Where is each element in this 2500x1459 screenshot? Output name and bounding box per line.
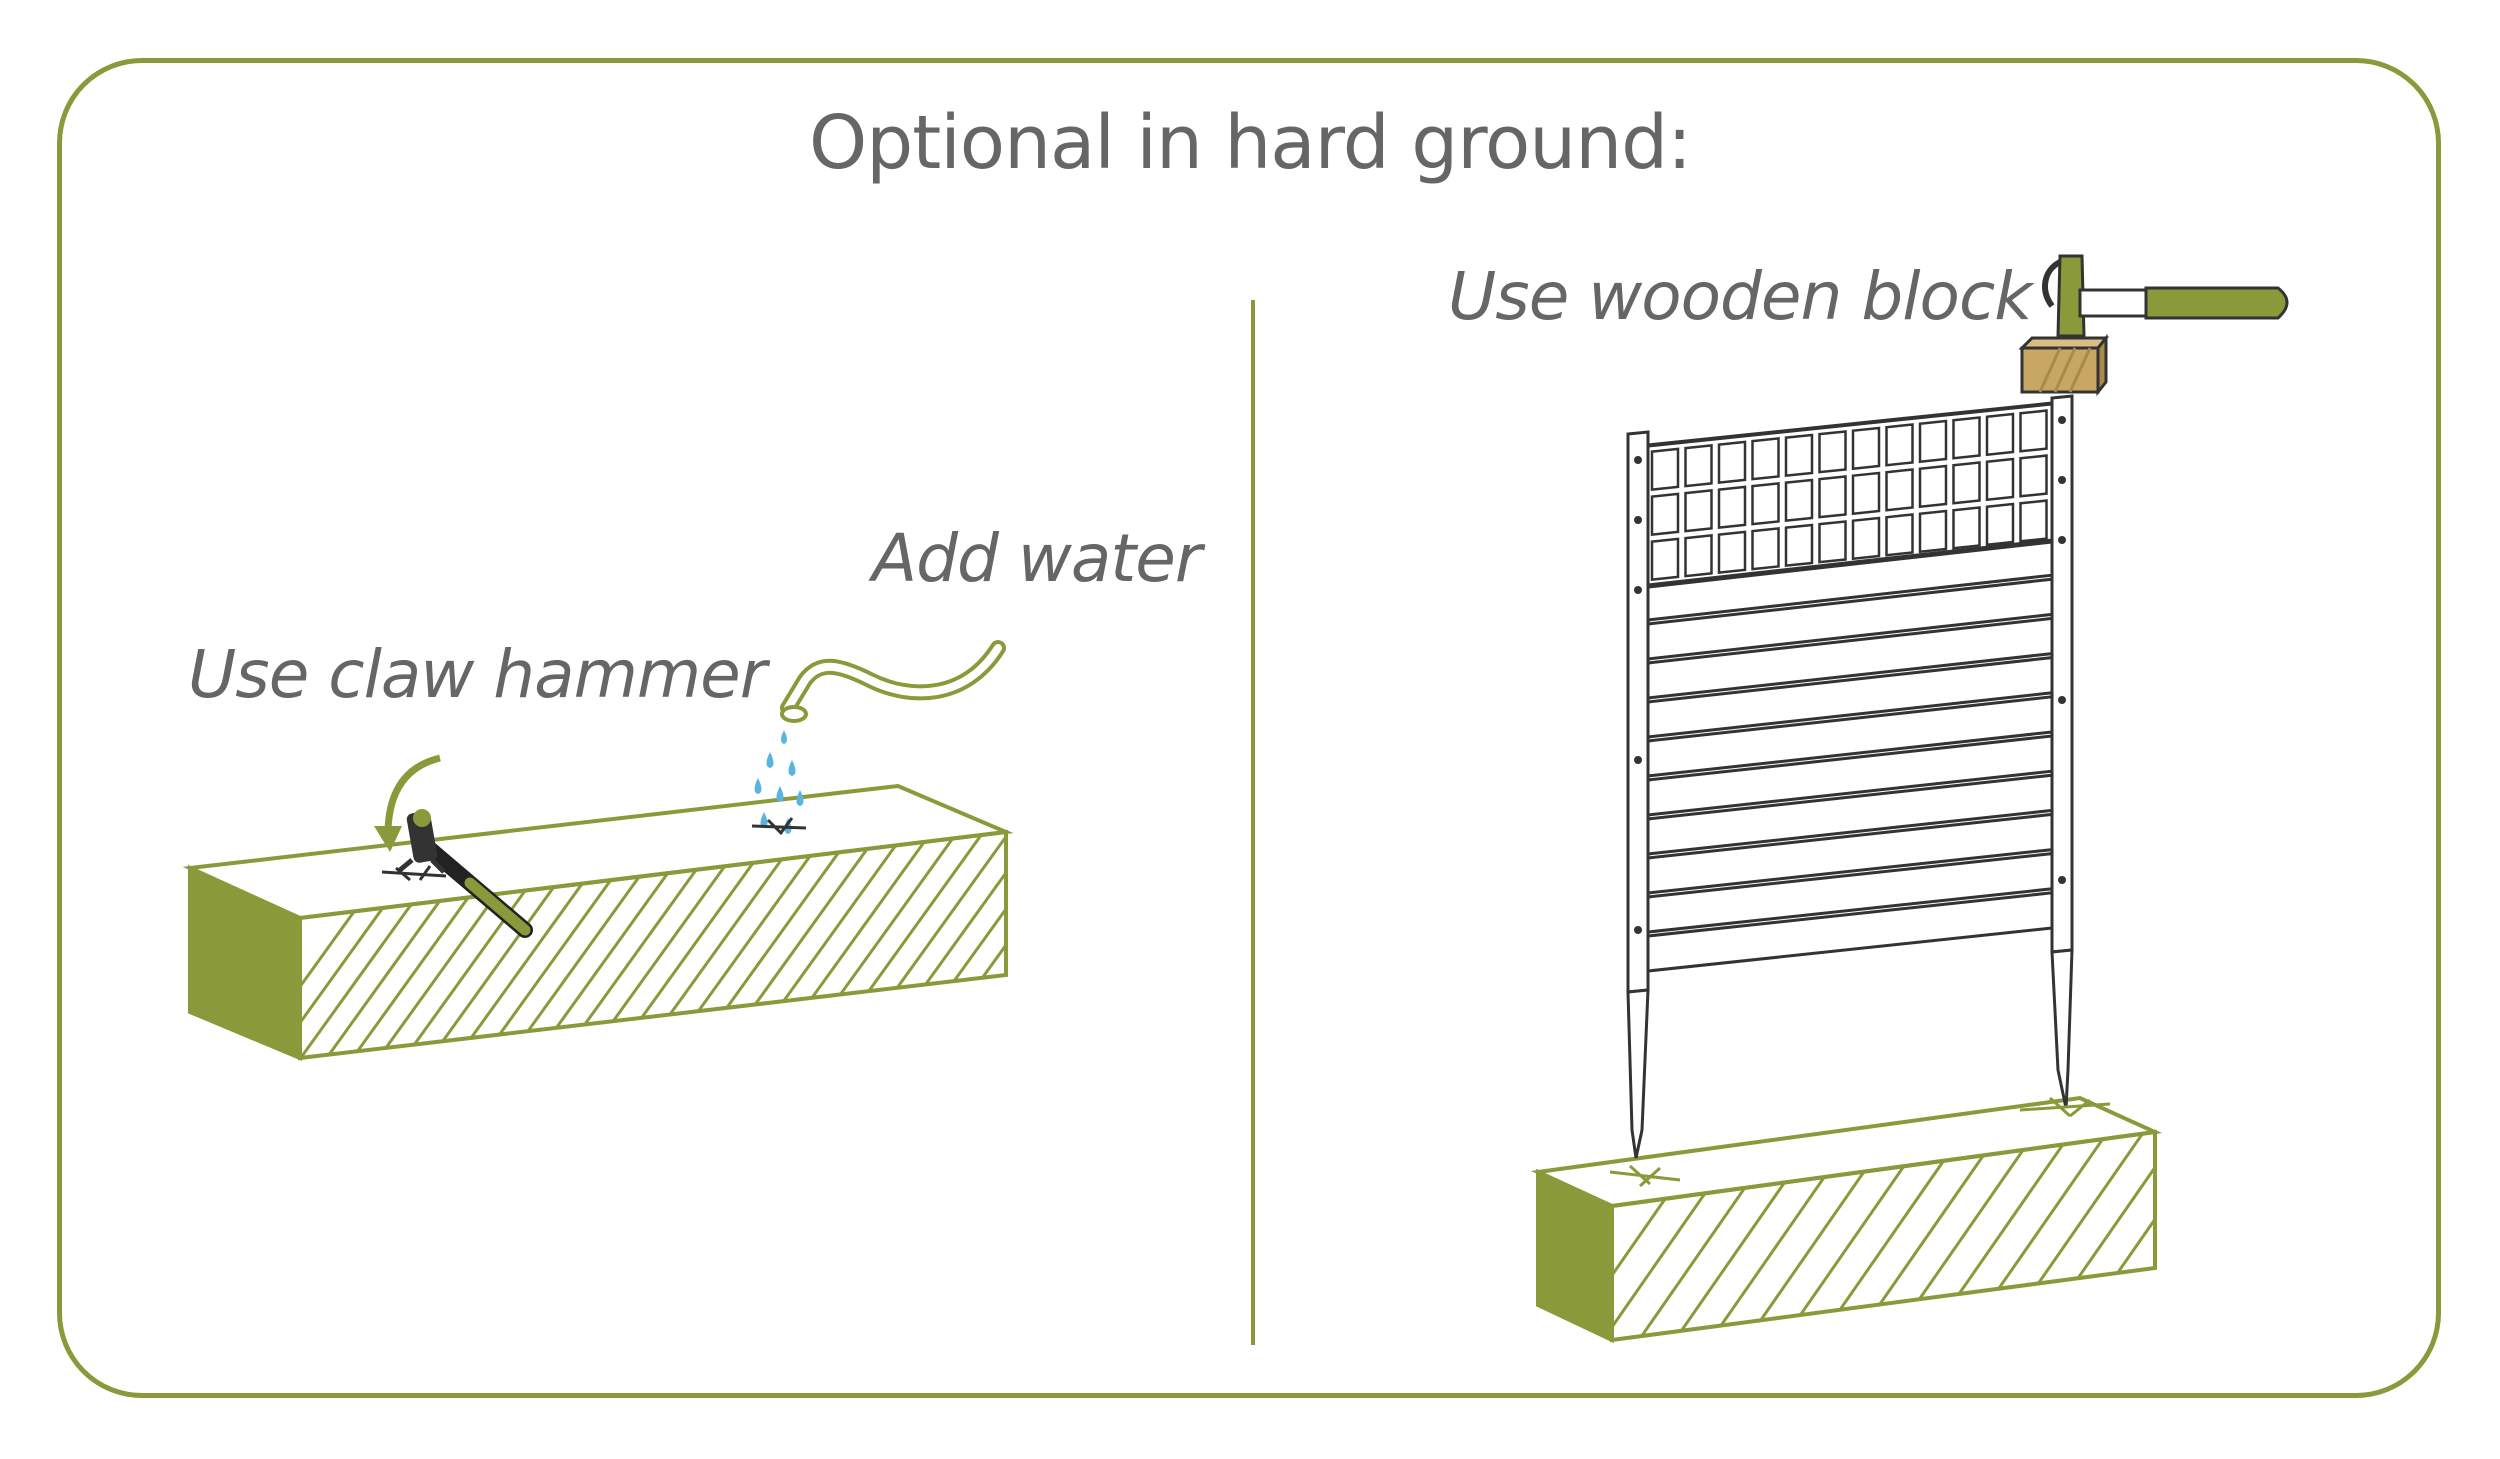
right-spike <box>2050 948 2074 1109</box>
left-spike <box>1626 988 1650 1159</box>
trellis-cell <box>1985 412 2015 457</box>
trellis-cell <box>1885 513 1914 557</box>
trellis-cell <box>1784 478 1814 523</box>
trellis-cell <box>1918 419 1948 464</box>
trellis-cell <box>2019 454 2048 498</box>
screw <box>2058 876 2066 884</box>
screw <box>1634 456 1642 464</box>
wooden-block-icon <box>2018 333 2110 397</box>
trellis-cell <box>1952 506 1981 550</box>
trellis-cell <box>1784 523 1814 568</box>
trellis-cell <box>1952 416 1981 460</box>
trellis-cell <box>1918 464 1948 509</box>
crack-mark-water <box>751 817 807 836</box>
trellis-cell <box>1818 430 1847 474</box>
trellis-cell <box>2019 409 2048 453</box>
trellis-cell <box>1885 423 1914 467</box>
ground-block-right <box>1530 1095 2332 1350</box>
page-title: Optional in hard ground: <box>809 100 1692 186</box>
trellis-cell <box>1650 537 1680 581</box>
add-water-label: Add water <box>872 520 1202 597</box>
screw <box>1634 586 1642 594</box>
trellis-cell <box>1851 426 1881 471</box>
trellis-cell <box>1717 485 1747 530</box>
hatch-line <box>1046 820 1226 1070</box>
screw <box>1634 516 1642 524</box>
trellis-cell <box>1717 440 1747 485</box>
wooden-block-label: Use wooden block <box>1448 258 2032 335</box>
grass-mark-left <box>1609 1164 1681 1188</box>
claw-hammer-label: Use claw hammer <box>188 636 767 713</box>
grass-mark-right <box>2019 1096 2111 1118</box>
ground-block-left <box>182 783 1252 1070</box>
screw <box>2058 476 2066 484</box>
trellis-cell <box>1952 461 1981 505</box>
rounded-frame <box>57 58 2441 1398</box>
hose-icon <box>780 640 1006 723</box>
trellis-cell <box>1751 527 1780 571</box>
trellis-cell <box>1684 489 1713 533</box>
hammer-icon <box>2042 254 2289 338</box>
trellis-cell <box>1650 447 1680 491</box>
hatch-line <box>1072 820 1252 1070</box>
trellis-cell <box>1851 516 1881 561</box>
crack-mark-left <box>381 865 447 882</box>
trellis-cell <box>1985 502 2015 547</box>
trellis-cell <box>1751 437 1780 481</box>
trellis-cell <box>1784 433 1814 478</box>
trellis-cell <box>1684 534 1713 578</box>
trellis-cell <box>1985 457 2015 502</box>
screw <box>2058 536 2066 544</box>
trellis-grid <box>1646 402 2054 587</box>
hatch-line <box>1020 820 1200 1070</box>
hatch-line <box>2134 1132 2155 1340</box>
trellis-cell <box>1885 468 1914 512</box>
trellis-cell <box>1918 509 1948 554</box>
trellis-cell <box>1684 444 1713 488</box>
trellis-cell <box>1751 482 1780 526</box>
trellis-cell <box>1818 520 1847 564</box>
screw <box>2058 696 2066 704</box>
screw <box>2058 416 2066 424</box>
screw <box>1634 926 1642 934</box>
curved-arrow-icon <box>374 754 441 852</box>
water-drops-icon <box>754 730 804 834</box>
trellis-cell <box>1818 475 1847 519</box>
hatch-line <box>2172 1120 2332 1350</box>
trellis-cell <box>1851 471 1881 516</box>
fence-panel <box>1626 394 2074 1159</box>
trellis-cell <box>2019 499 2048 543</box>
screw <box>1634 756 1642 764</box>
trellis-cell <box>1650 492 1680 536</box>
trellis-cell <box>1717 530 1747 575</box>
claw-hammer-icon <box>398 809 533 938</box>
hatch-line <box>992 832 1006 1058</box>
